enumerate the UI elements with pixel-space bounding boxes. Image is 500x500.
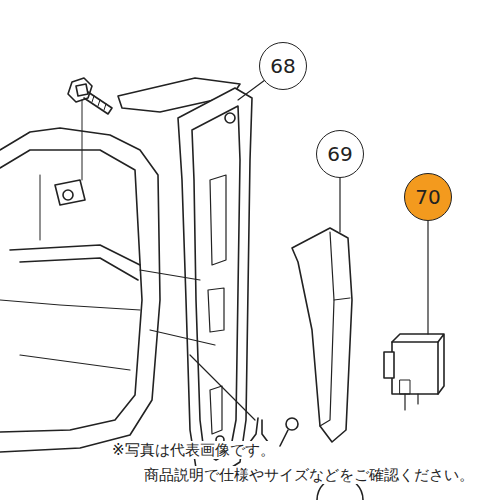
note-text: ※写真は代表画像です。 (110, 441, 277, 459)
callout-number: 70 (415, 187, 440, 207)
callout-number: 68 (270, 56, 295, 76)
handle-cover (178, 88, 252, 476)
callout-circle: 68 (259, 42, 307, 90)
callout-circle: 70 (404, 173, 452, 221)
screw (68, 78, 112, 180)
callout-number: 69 (327, 144, 352, 164)
housing (0, 128, 160, 452)
note-text: 商品説明で仕様やサイズなどをご確認ください。 (142, 466, 476, 484)
trigger-part (292, 228, 352, 442)
switch-part (384, 334, 444, 410)
callout-circle: 69 (316, 130, 364, 178)
leader-lines (20, 80, 428, 420)
